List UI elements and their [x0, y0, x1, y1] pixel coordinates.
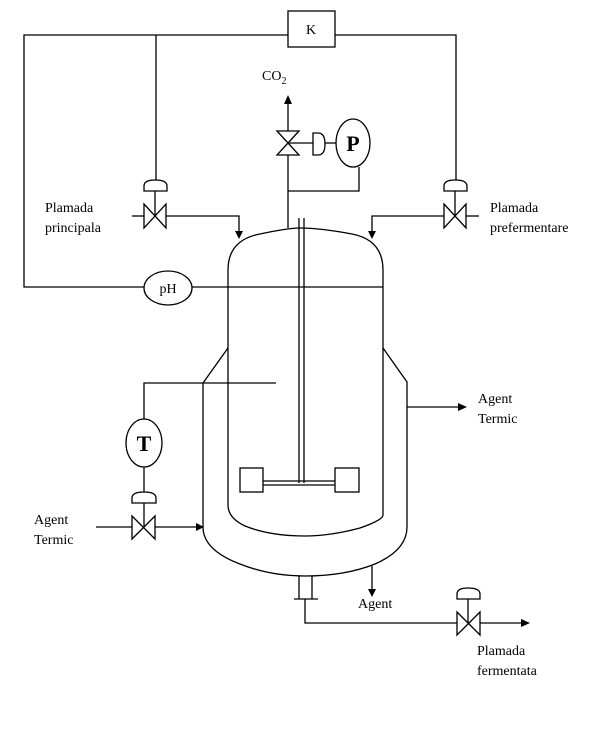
feed-main-label-2: principala	[45, 221, 102, 236]
valve-actuator-icon	[443, 179, 468, 192]
temperature-label: T	[137, 431, 152, 456]
ph-label: pH	[159, 282, 176, 297]
vessel-jacket	[202, 347, 408, 577]
temperature-probe-line	[143, 382, 276, 420]
agent-in-valve-actuator-icon	[131, 491, 157, 504]
ph-instrument	[143, 270, 193, 306]
feed-pre-label-1: Plamada	[490, 201, 539, 216]
valve-bowtie-icon	[143, 202, 167, 230]
agent-in-label-1: Agent	[34, 513, 68, 528]
feed-pre-signal-line	[335, 34, 457, 180]
arrow-right-icon	[521, 619, 530, 627]
product-valve-bowtie-icon	[456, 610, 481, 637]
feed-pre-label-2: prefermentare	[490, 221, 569, 236]
feed-pre-pipe-out	[371, 215, 444, 233]
product-pipe	[304, 599, 457, 624]
arrow-up-icon	[284, 95, 292, 104]
pressure-instrument	[335, 118, 371, 168]
arrow-down-icon	[368, 231, 376, 239]
agent-drain-label: Agent	[358, 597, 392, 612]
agent-in-label-2: Termic	[34, 533, 73, 548]
feed-main-label-1: Plamada	[45, 201, 94, 216]
feed-main-valve	[143, 179, 168, 230]
product-label-2: fermentata	[477, 664, 538, 679]
controller-label: K	[306, 23, 316, 38]
controller-box	[287, 10, 336, 48]
product-valve-actuator-icon	[456, 587, 481, 600]
arrow-right-icon	[196, 523, 204, 531]
pressure-signal-line	[288, 167, 360, 192]
agent-out-label-1: Agent	[478, 392, 512, 407]
arrow-down-icon	[235, 231, 243, 239]
co2-label: CO2	[262, 69, 286, 87]
valve-actuator-icon	[143, 179, 168, 192]
valve-bowtie-icon	[443, 202, 467, 230]
agent-in-valve-bowtie-icon	[131, 514, 156, 541]
arrow-down-icon	[368, 589, 376, 597]
feed-pre-valve	[443, 179, 468, 230]
arrow-right-icon	[458, 403, 467, 411]
product-label-1: Plamada	[477, 644, 526, 659]
pressure-label: P	[346, 131, 359, 156]
co2-valve-actuator-icon	[312, 132, 326, 156]
agitator-blade-left	[239, 467, 264, 493]
agitator-blade-right	[334, 467, 360, 493]
agent-out-label-2: Termic	[478, 412, 517, 427]
vessel-inner-shell	[227, 227, 384, 537]
feed-main-pipe-out	[166, 215, 240, 233]
